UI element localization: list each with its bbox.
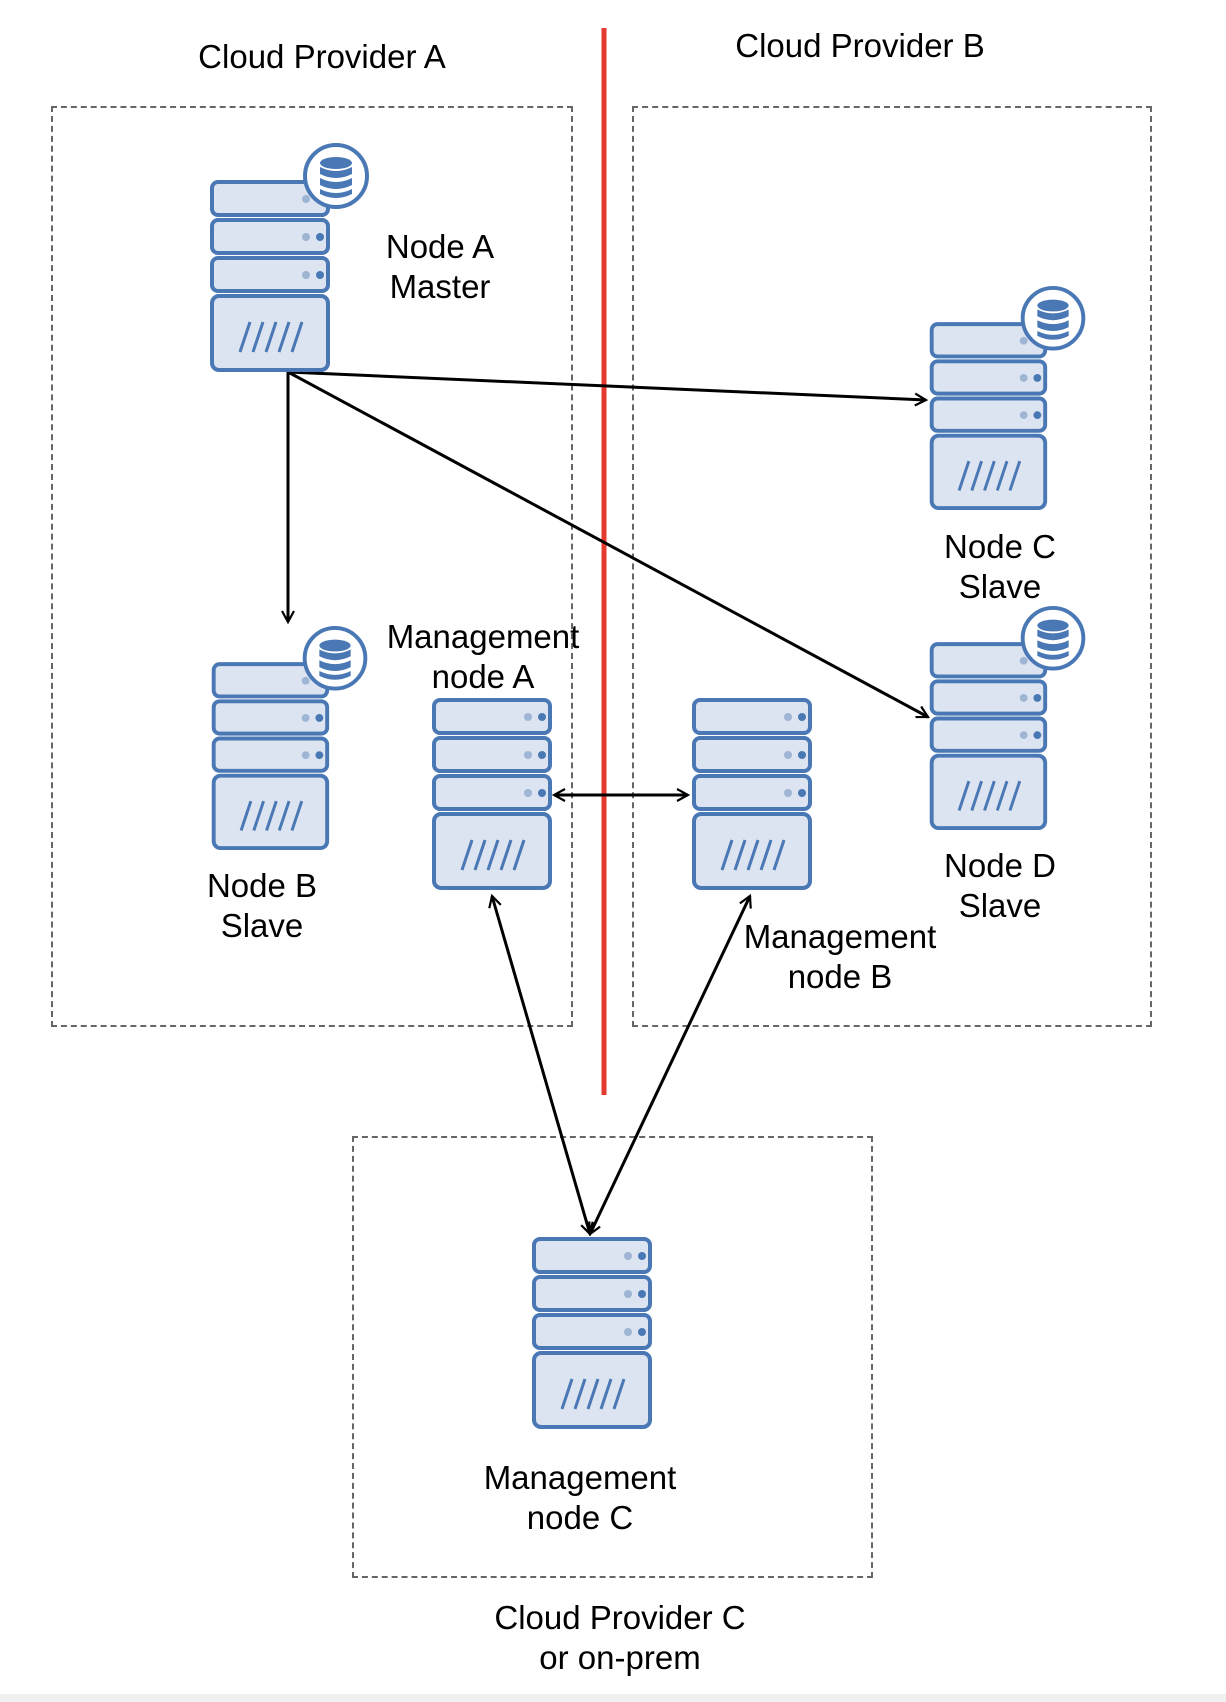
zone-cloud-provider-b [632, 106, 1152, 1027]
arrow-node-a-to-node-c [287, 370, 926, 400]
node-d-label: Node D Slave [920, 846, 1080, 926]
node-b-server-icon [210, 625, 370, 852]
zone-label-a: Cloud Provider A [198, 38, 446, 75]
node-a-name: Node A [385, 228, 495, 265]
node-c-role: Slave [958, 568, 1042, 605]
mgmt-c-line2: node C [526, 1499, 634, 1536]
mgmt-b-server-icon [692, 698, 812, 892]
mgmt-a-label: Management node A [368, 617, 598, 697]
node-d-role: Slave [958, 887, 1042, 924]
node-c-name: Node C [944, 528, 1056, 565]
arrow-mgmt-a-to-mgmt-c [492, 896, 590, 1234]
node-c-label: Node C Slave [920, 527, 1080, 607]
node-a-role: Master [389, 268, 491, 305]
zone-label-c-line2: or on-prem [539, 1639, 701, 1676]
mgmt-a-line1: Management [386, 618, 580, 655]
zone-label-b: Cloud Provider B [735, 27, 985, 64]
node-d-server-icon [928, 605, 1088, 832]
arrow-mgmt-b-to-mgmt-c [590, 896, 750, 1234]
node-c-server-icon [928, 285, 1088, 512]
node-a-server-icon [210, 142, 370, 374]
mgmt-a-server-icon [432, 698, 552, 892]
mgmt-c-server-icon [532, 1237, 652, 1431]
zone-label-c: Cloud Provider C or on-prem [460, 1598, 780, 1678]
mgmt-b-line2: node B [787, 958, 893, 995]
mgmt-b-label: Management node B [725, 917, 955, 997]
zone-label-c-line1: Cloud Provider C [494, 1599, 746, 1636]
node-a-label: Node A Master [360, 227, 520, 307]
node-d-name: Node D [944, 847, 1056, 884]
mgmt-c-line1: Management [483, 1459, 677, 1496]
mgmt-a-line2: node A [431, 658, 535, 695]
mgmt-c-label: Management node C [465, 1458, 695, 1538]
bottom-edge-strip [0, 1694, 1226, 1702]
node-b-name: Node B [206, 867, 318, 904]
node-b-role: Slave [220, 907, 304, 944]
node-b-label: Node B Slave [182, 866, 342, 946]
mgmt-b-line1: Management [743, 918, 937, 955]
zone-cloud-provider-a [51, 106, 573, 1027]
arrow-node-a-to-node-d [287, 370, 928, 719]
